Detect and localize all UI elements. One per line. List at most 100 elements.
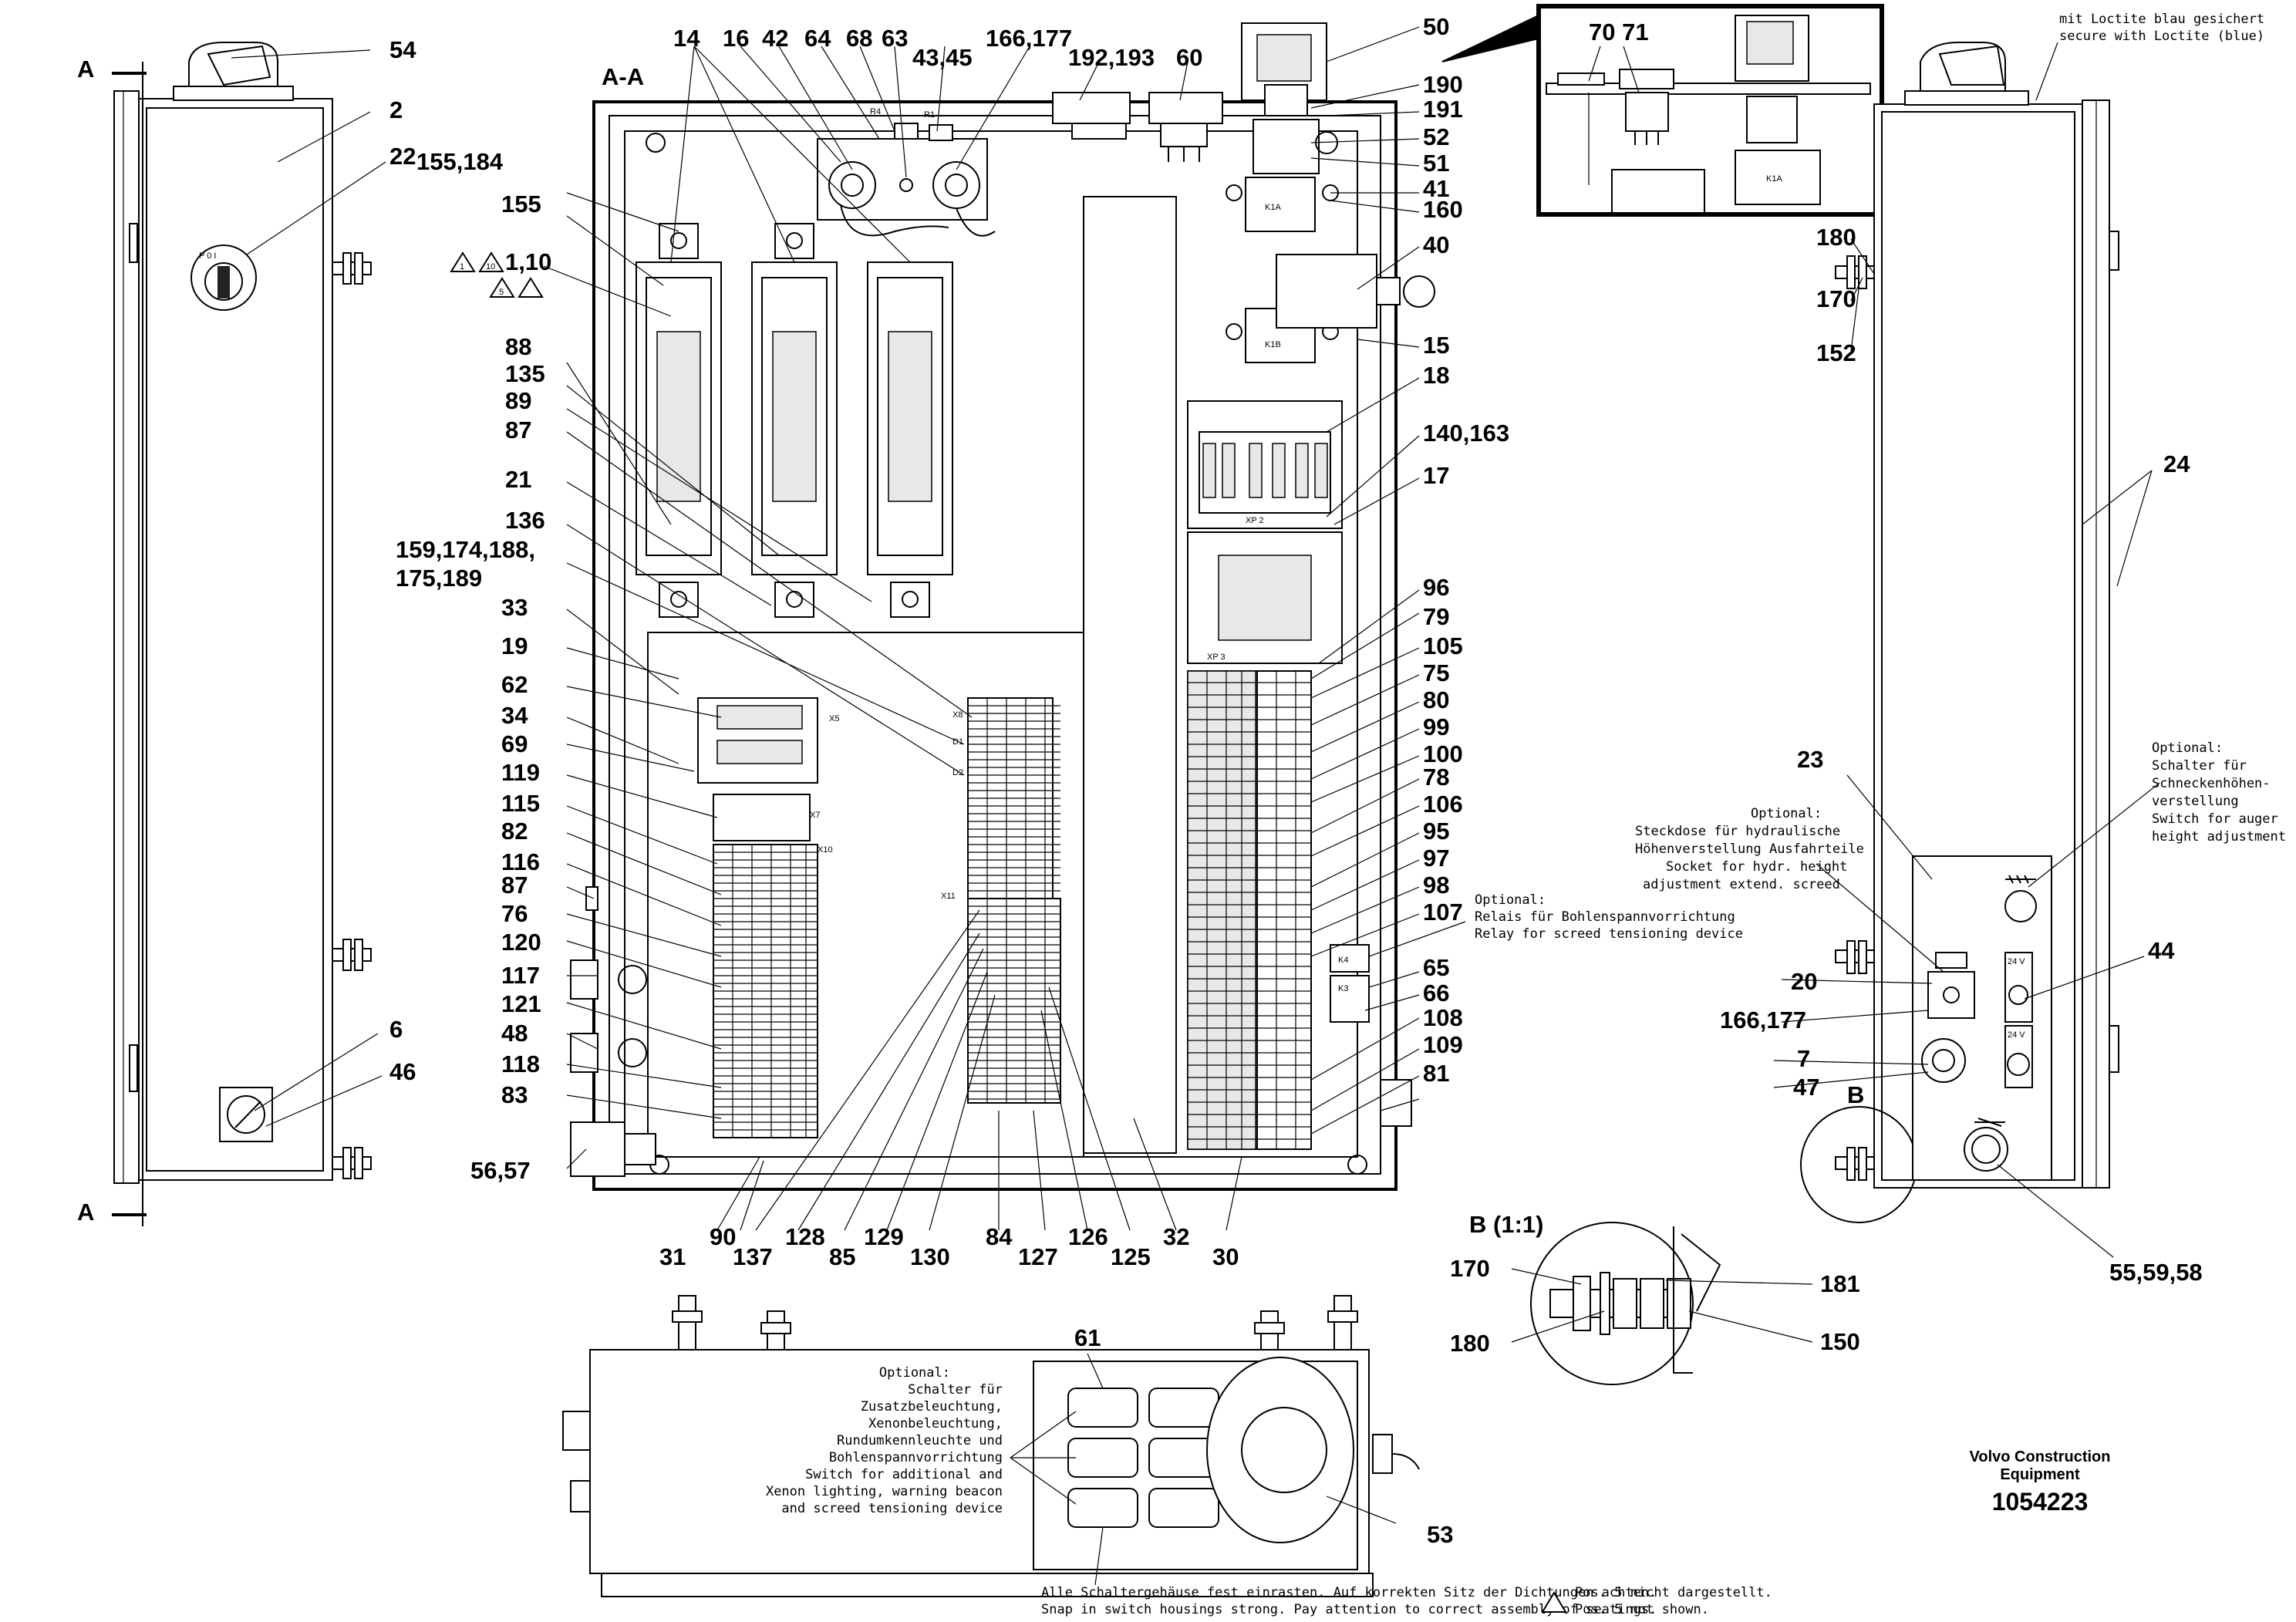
- relay-k4: K4: [1338, 956, 1348, 965]
- part-128: 128: [785, 1223, 825, 1250]
- r4-label: R4: [870, 107, 881, 116]
- part-33: 33: [501, 594, 528, 621]
- part-99: 99: [1423, 713, 1449, 740]
- part-89: 89: [505, 387, 531, 414]
- part-55-59-58: 55,59,58: [2109, 1259, 2203, 1286]
- svg-text:Switch for auger: Switch for auger: [2152, 811, 2278, 827]
- part-87a: 87: [505, 416, 531, 443]
- part-191: 191: [1423, 96, 1463, 123]
- svg-text:Steckdose für hydraulische: Steckdose für hydraulische: [1635, 824, 1840, 839]
- left-terminal-strip: [713, 845, 818, 1138]
- note-loctite-de: mit Loctite blau gesichert: [2059, 12, 2264, 27]
- cut-a-top: A: [77, 56, 94, 83]
- part-136: 136: [505, 507, 545, 534]
- part-87b: 87: [501, 872, 528, 899]
- doc-number: 1054223: [1992, 1488, 2089, 1516]
- part-62: 62: [501, 671, 528, 698]
- svg-text:Zusatzbeleuchtung,: Zusatzbeleuchtung,: [861, 1399, 1003, 1415]
- svg-text:Rundumkennleuchte und: Rundumkennleuchte und: [837, 1433, 1003, 1448]
- svg-text:Relais für Bohlenspannvorricht: Relais für Bohlenspannvorrichtung: [1475, 909, 1735, 925]
- part-22: 22: [389, 143, 416, 170]
- part-127: 127: [1018, 1243, 1058, 1270]
- part-30: 30: [1212, 1243, 1239, 1270]
- svg-text:Höhenverstellung Ausfahrteile: Höhenverstellung Ausfahrteile: [1635, 841, 1864, 857]
- part-126: 126: [1068, 1223, 1108, 1250]
- part-31: 31: [659, 1243, 686, 1270]
- part-1-10: 1,10: [505, 248, 551, 275]
- svg-text:adjustment extend. screed: adjustment extend. screed: [1643, 877, 1840, 892]
- warning-triangle-icon: [1541, 1591, 1567, 1613]
- right-bolt-top: [1835, 255, 1875, 289]
- part-150: 150: [1820, 1328, 1860, 1355]
- part-18: 18: [1423, 362, 1449, 389]
- fuse-holders: [636, 223, 953, 618]
- switch-slots: [1067, 1388, 1219, 1528]
- part-54: 54: [389, 36, 416, 63]
- part-109: 109: [1423, 1031, 1463, 1058]
- part-159-174-188: 159,174,188,: [396, 536, 535, 563]
- part-46: 46: [389, 1058, 416, 1085]
- v24-label-a: 24 V: [2008, 957, 2025, 966]
- svg-text:Schalter für: Schalter für: [908, 1382, 1003, 1398]
- svg-text:Optional:: Optional:: [879, 1365, 950, 1381]
- part-40: 40: [1423, 231, 1449, 258]
- right-side-view: mit Loctite blau gesichert secure with L…: [1635, 12, 2286, 1286]
- part-160: 160: [1423, 196, 1463, 223]
- r1-label: R1: [924, 110, 935, 120]
- part-190: 190: [1423, 71, 1463, 98]
- part-7: 7: [1797, 1045, 1810, 1072]
- part-120: 120: [501, 929, 541, 956]
- part-61: 61: [1074, 1324, 1101, 1351]
- svg-text:Bohlenspannvorrichtung: Bohlenspannvorrichtung: [829, 1450, 1003, 1465]
- part-48: 48: [501, 1020, 528, 1047]
- left-side-view: P 0 I A A 54 2 22 6 46: [77, 36, 416, 1226]
- svg-text:Optional:: Optional:: [1475, 892, 1546, 908]
- svg-text:Switch for additional and: Switch for additional and: [805, 1467, 1003, 1482]
- part-84: 84: [986, 1223, 1013, 1250]
- svg-text:Socket for hydr. height: Socket for hydr. height: [1666, 859, 1847, 875]
- part-43-45: 43,45: [912, 44, 973, 71]
- bolt-top: [332, 252, 372, 285]
- part-51: 51: [1423, 150, 1449, 177]
- x8-label: X8: [952, 710, 963, 720]
- right-bolt-mid: [1835, 940, 1875, 974]
- relay-k1a: K1A: [1265, 203, 1281, 212]
- part-21: 21: [505, 466, 531, 493]
- svg-text:Schneckenhöhen-: Schneckenhöhen-: [2152, 776, 2271, 791]
- note-socket: Optional: Steckdose für hydraulische Höh…: [1635, 806, 1864, 892]
- part-2: 2: [389, 96, 403, 123]
- part-115: 115: [501, 790, 540, 817]
- brand-company: Volvo Construction: [1970, 1448, 2111, 1465]
- part-56-57: 56,57: [470, 1157, 531, 1184]
- part-52: 52: [1423, 123, 1449, 150]
- svg-text:height adjustment: height adjustment: [2152, 829, 2286, 845]
- part-64: 64: [804, 25, 831, 52]
- svg-text:Pos. 5 not shown.: Pos. 5 not shown.: [1575, 1602, 1709, 1617]
- note-switches: Optional: Schalter für Zusatzbeleuchtung…: [766, 1365, 1003, 1516]
- part-117: 117: [501, 962, 540, 989]
- xp2-label: XP 2: [1246, 516, 1264, 525]
- bolt-mid: [332, 939, 372, 971]
- part-50: 50: [1423, 13, 1449, 40]
- part-170b: 170: [1450, 1255, 1490, 1282]
- part-181: 181: [1820, 1270, 1860, 1297]
- note-auger: Optional: Schalter für Schneckenhöhen- v…: [2152, 740, 2286, 845]
- part-175-189: 175,189: [396, 565, 482, 592]
- part-78: 78: [1423, 764, 1449, 791]
- warn-label-c: 5: [499, 288, 504, 297]
- svg-text:Optional:: Optional:: [2152, 740, 2223, 756]
- right-terminal-strip: [1188, 671, 1311, 1149]
- note-relay: Optional: Relais für Bohlenspannvorricht…: [1475, 892, 1743, 942]
- part-90: 90: [710, 1223, 736, 1250]
- part-105: 105: [1423, 632, 1463, 659]
- part-79: 79: [1423, 603, 1449, 630]
- part-135: 135: [505, 360, 545, 387]
- part-83: 83: [501, 1081, 528, 1108]
- part-20: 20: [1791, 968, 1817, 995]
- part-130: 130: [910, 1243, 950, 1270]
- part-15: 15: [1423, 332, 1449, 359]
- part-116: 116: [501, 848, 540, 875]
- detail-b: B (1:1) 170 180 181 150: [1450, 1211, 1860, 1385]
- xp2-terminals: [1202, 443, 1328, 498]
- note-loctite-en: secure with Loctite (blue): [2059, 29, 2264, 44]
